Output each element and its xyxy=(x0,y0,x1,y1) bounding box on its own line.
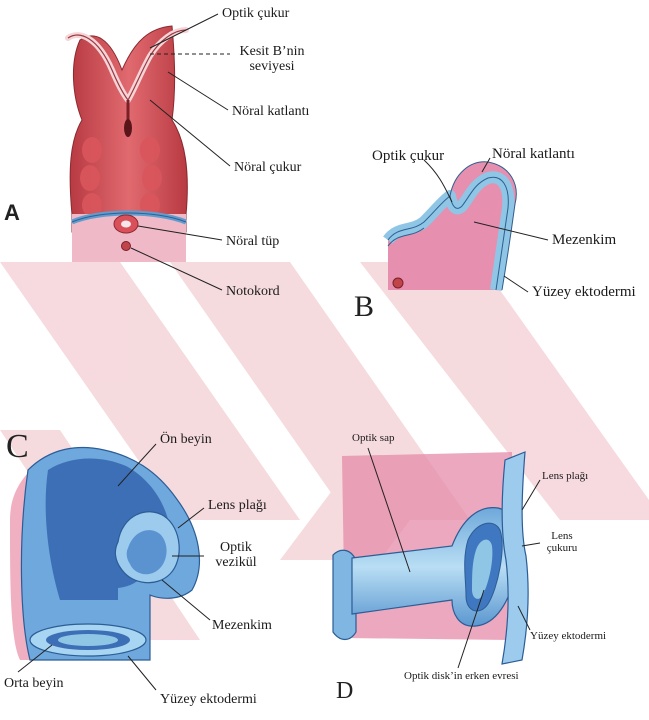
label-optic-stalk: Optik sap xyxy=(352,432,394,444)
label-b-mesenchyme: Mezenkim xyxy=(552,232,616,249)
label-forebrain: Ön beyin xyxy=(160,432,212,447)
label-lens-placode: Lens plağı xyxy=(208,498,267,513)
label-c-surface-ectoderm: Yüzey ektodermi xyxy=(160,692,257,707)
label-lens-pit-line-1: Lens xyxy=(540,530,584,542)
panel-a-letter: A xyxy=(4,200,20,226)
label-midbrain: Orta beyin xyxy=(4,676,63,691)
label-section-level-line-2: seviyesi xyxy=(232,59,312,74)
label-notochord: Notokord xyxy=(226,284,280,299)
label-b-surface-ectoderm: Yüzey ektodermi xyxy=(532,284,636,301)
label-c-mesenchyme: Mezenkim xyxy=(212,618,272,633)
label-lens-pit-line-2: çukuru xyxy=(540,542,584,554)
panel-b-letter: B xyxy=(354,290,374,324)
label-optic-disc: Optik disk’in erken evresi xyxy=(404,670,519,682)
label-optic-vesicle-line-2: vezikül xyxy=(206,555,266,570)
panel-c-letter: C xyxy=(6,428,29,466)
label-section-level-line-1: Kesit B’nin xyxy=(232,44,312,59)
label-neural-fold: Nöral katlantı xyxy=(232,104,309,119)
panel-d-letter: D xyxy=(336,678,353,705)
panel-d-optic-cup xyxy=(333,452,528,664)
label-neural-tube: Nöral tüp xyxy=(226,234,279,249)
label-d-lens-placode: Lens plağı xyxy=(542,470,588,482)
label-optic-pit: Optik çukur xyxy=(222,6,289,21)
label-d-surface-ectoderm: Yüzey ektodermi xyxy=(530,630,606,642)
label-b-optic-pit: Optik çukur xyxy=(372,148,444,165)
panel-a-embryo xyxy=(68,26,187,262)
label-optic-vesicle-line-1: Optik xyxy=(206,540,266,555)
panel-b-section xyxy=(388,162,516,290)
label-neural-groove: Nöral çukur xyxy=(234,160,301,175)
label-lens-pit: Lens çukuru xyxy=(540,530,584,554)
label-b-neural-fold: Nöral katlantı xyxy=(492,146,575,163)
label-optic-vesicle: Optik vezikül xyxy=(206,540,266,571)
label-section-level: Kesit B’nin seviyesi xyxy=(232,44,312,75)
